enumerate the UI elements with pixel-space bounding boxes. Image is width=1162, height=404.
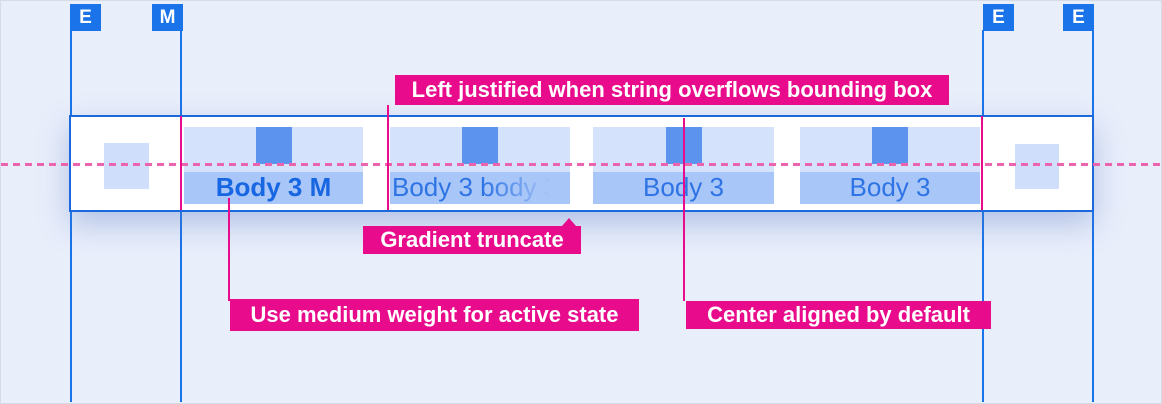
gradient-truncate-overlay	[483, 172, 570, 204]
annotation-caret-up-icon	[562, 218, 576, 226]
spacing-badge-e-right-outer: E	[1063, 4, 1094, 31]
guide-line-right-margin	[982, 30, 984, 402]
tab-item-active[interactable]: Body 3 M	[184, 127, 363, 204]
horizontal-center-dashed-line	[1, 163, 1161, 166]
tab-label-active: Body 3 M	[184, 172, 363, 204]
tab-icon-placeholder	[872, 127, 908, 164]
guide-line-left-margin	[180, 30, 182, 402]
tab-icon-placeholder	[462, 127, 498, 164]
spacing-badge-e-right-inner: E	[983, 4, 1014, 31]
measure-line-tab-area-start	[180, 116, 182, 210]
edge-icon-placeholder-right[interactable]	[1015, 144, 1059, 189]
annotation-left-justified: Left justified when string overflows bou…	[395, 75, 949, 105]
spacing-badge-e-left-outer: E	[70, 4, 101, 31]
annotation-gradient-truncate: Gradient truncate	[363, 226, 581, 254]
tab-label: Body 3	[800, 172, 980, 204]
guide-line-right-edge	[1092, 30, 1094, 402]
edge-icon-placeholder-left[interactable]	[104, 143, 149, 189]
measure-line-left-justified	[387, 105, 389, 210]
tab-item-overflow[interactable]: Body 3 body 3 b	[390, 127, 570, 204]
measure-line-active-label	[228, 198, 230, 301]
tab-icon-placeholder	[255, 127, 292, 164]
measure-line-tab-area-end	[981, 116, 983, 210]
measure-line-center-aligned	[683, 118, 685, 301]
guide-line-left-edge	[70, 30, 72, 402]
annotation-medium-weight: Use medium weight for active state	[230, 299, 639, 331]
annotation-center-aligned: Center aligned by default	[686, 301, 991, 329]
spacing-badge-m-left-inner: M	[152, 4, 183, 31]
